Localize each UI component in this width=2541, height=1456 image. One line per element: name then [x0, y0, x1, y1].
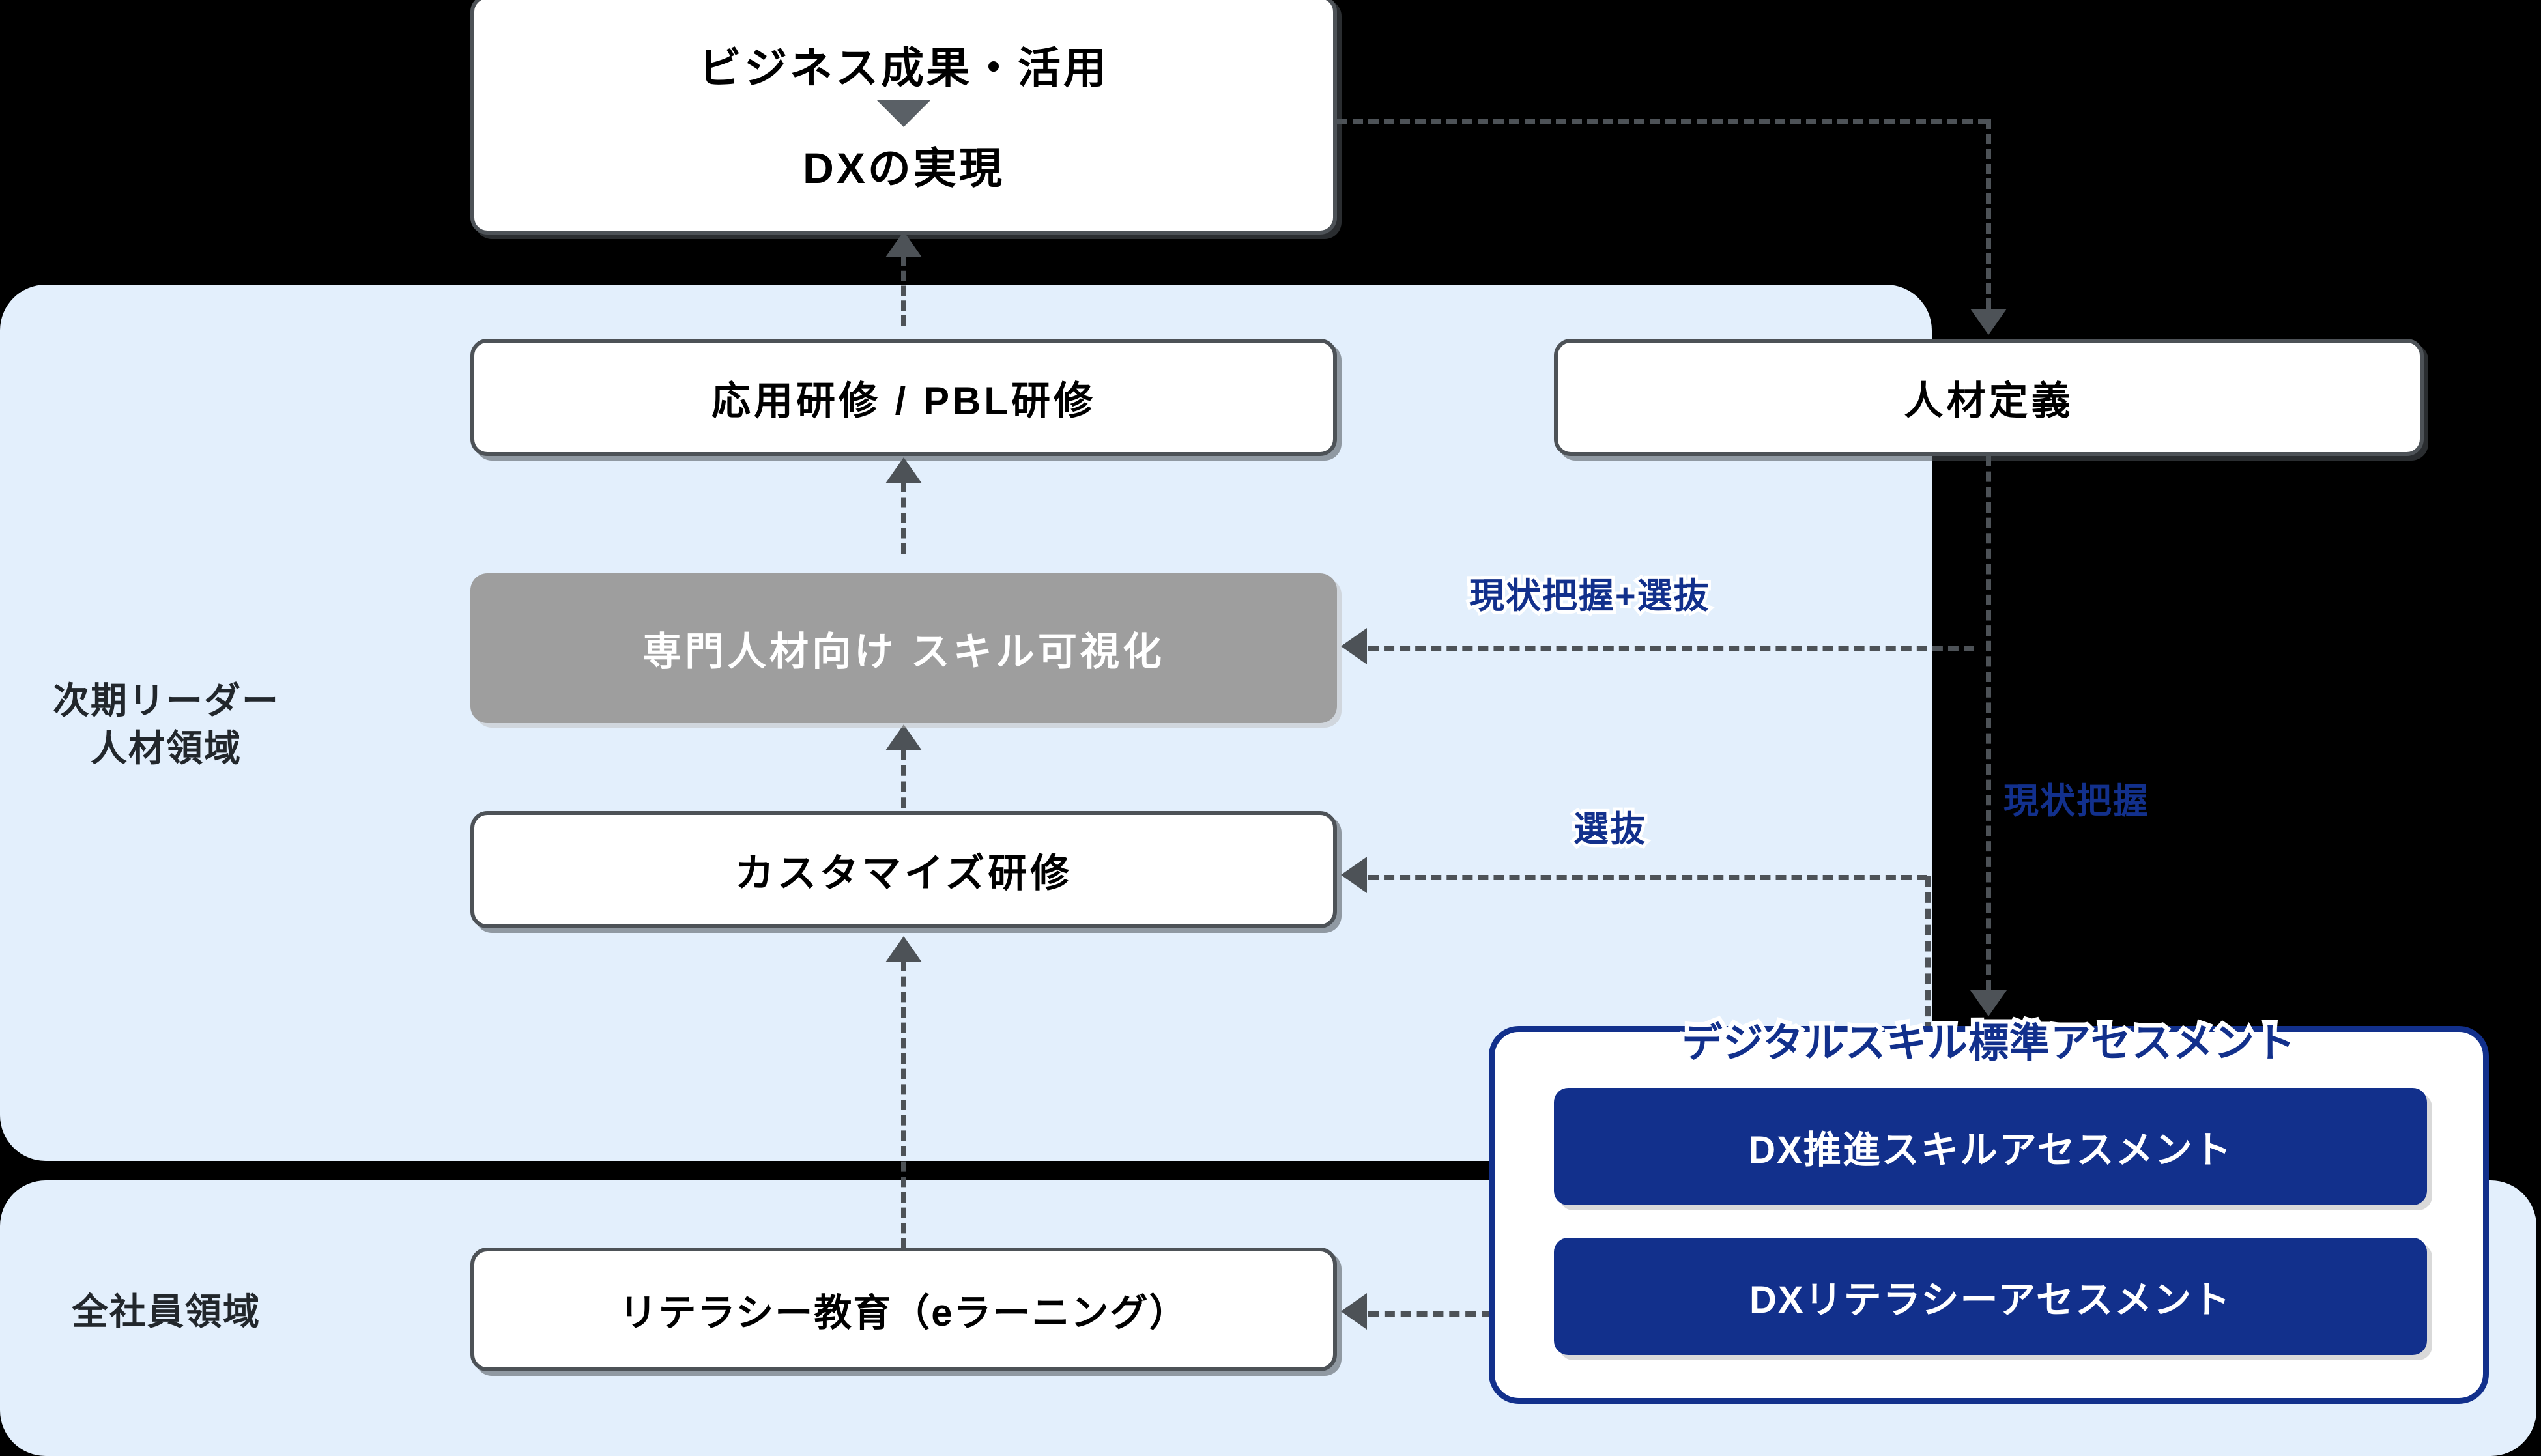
arrow-head-into-definition	[1970, 309, 2007, 335]
arrow-outcome-to-definition-vertical	[1986, 119, 1991, 309]
region-label-next-leader: 次期リーダー 人材領域	[53, 680, 280, 769]
assessment-button-dx-promotion[interactable]: DX推進スキルアセスメント	[1554, 1088, 2427, 1205]
arrow-applied-to-outcome	[901, 256, 906, 326]
arrow-definition-to-skillviz	[1368, 646, 1974, 651]
arrow-definition-to-assessment	[1986, 456, 1991, 990]
box-literacy-education[interactable]: リテラシー教育（eラーニング）	[470, 1248, 1337, 1371]
box-business-outcome-line1: ビジネス成果・活用	[698, 44, 1109, 92]
arrow-assessment-to-custom-horizontal	[1368, 875, 1927, 880]
arrow-outcome-to-definition-horizontal	[1337, 119, 1988, 124]
arrow-custom-to-skillviz	[901, 749, 906, 824]
arrow-label-grasp: 現状把握	[2003, 782, 2149, 821]
assessment-card-title: デジタルスキル標準アセスメント	[1677, 1016, 2300, 1070]
arrow-head-into-custom	[885, 936, 922, 962]
arrow-assessment-to-literacy	[1368, 1311, 1492, 1317]
arrow-head-into-applied	[885, 457, 922, 483]
arrow-head-into-skillviz-right	[1341, 628, 1367, 664]
arrow-head-into-skillviz	[885, 724, 922, 750]
arrow-head-into-assessment	[1970, 990, 2007, 1016]
box-applied-training[interactable]: 応用研修 / PBL研修	[470, 339, 1337, 456]
box-business-outcome[interactable]: ビジネス成果・活用 DXの実現	[470, 0, 1337, 235]
region-label-all-employees: 全社員領域	[72, 1291, 261, 1332]
arrow-label-select: 選抜	[1570, 807, 1648, 852]
arrow-label-grasp-select: 現状把握+選抜	[1466, 573, 1712, 619]
arrow-assessment-to-custom-vertical	[1925, 876, 1931, 1033]
box-talent-definition[interactable]: 人材定義	[1554, 339, 2424, 456]
box-customized-training[interactable]: カスタマイズ研修	[470, 811, 1337, 928]
assessment-button-dx-literacy[interactable]: DXリテラシーアセスメント	[1554, 1238, 2427, 1355]
box-business-outcome-line2: DXの実現	[803, 144, 1005, 192]
arrow-literacy-to-custom	[901, 961, 906, 1249]
arrow-head-into-custom-right	[1341, 857, 1367, 893]
arrow-head-into-literacy	[1341, 1293, 1367, 1330]
arrow-head-into-outcome	[885, 231, 922, 257]
box-skill-visualization[interactable]: 専門人材向け スキル可視化	[470, 573, 1337, 723]
arrow-skillviz-to-applied	[901, 482, 906, 554]
triangle-down-icon	[876, 100, 931, 127]
